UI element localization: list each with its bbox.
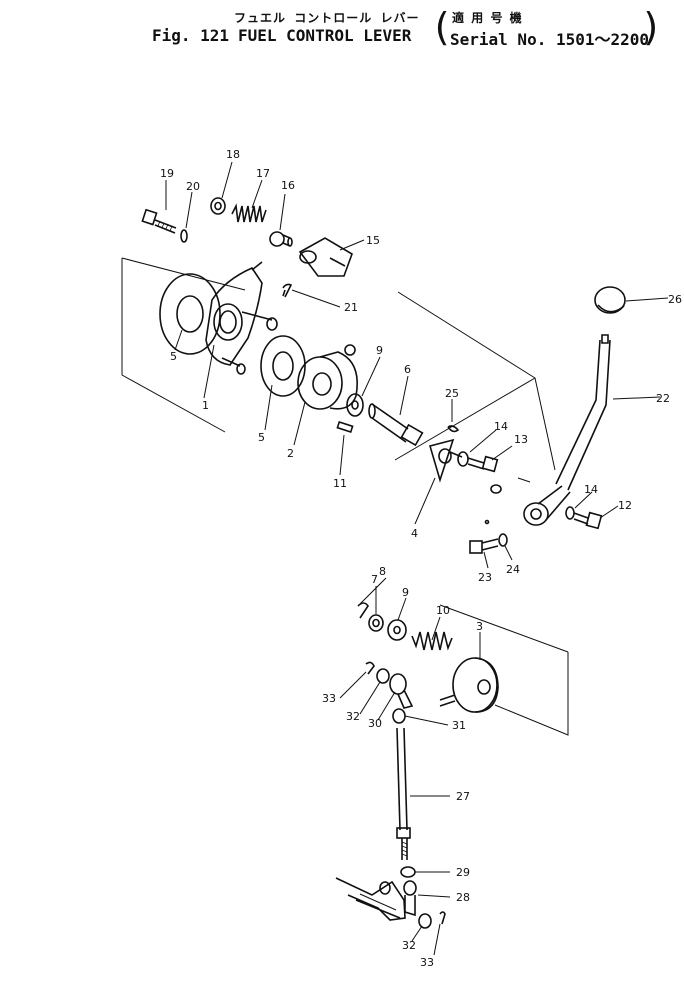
assembly-outline-upper [121,257,556,471]
washer-29 [400,866,416,878]
housing-15 [298,237,353,277]
washer-9-lower [387,619,407,641]
lever-1 [205,261,278,375]
nut-31 [392,708,406,724]
callout-15: 15 [366,234,380,247]
callout-28: 28 [456,891,470,904]
callout-18: 18 [226,148,240,161]
callout-9-lower: 9 [402,586,409,599]
rod-27 [396,727,411,860]
cotter-pin-8 [357,602,369,619]
nut-32-lower [418,913,432,929]
callout-33-upper: 33 [322,692,336,705]
callout-21: 21 [344,301,358,314]
callout-32-lower: 32 [402,939,416,952]
callout-31: 31 [452,719,466,732]
callout-4: 4 [411,527,418,540]
callout-22: 22 [656,392,670,405]
disc-3 [439,657,499,713]
callout-2: 2 [287,447,294,460]
callout-27: 27 [456,790,470,803]
spring-10 [411,631,453,651]
callout-24: 24 [506,563,520,576]
callout-17: 17 [256,167,270,180]
callout-25: 25 [445,387,459,400]
washer-18 [210,197,226,215]
rod-end-30 [389,673,414,709]
spring-17 [231,203,267,223]
bolt-23 [469,538,499,554]
disc-5-right [260,335,306,397]
small-pin [484,519,490,525]
callout-1: 1 [202,399,209,412]
callout-7: 7 [371,573,378,586]
knob-26 [594,286,626,314]
callout-23: 23 [478,571,492,584]
open-paren: ( [430,5,453,49]
bolt-6 [368,403,424,447]
serial-range: Serial No. 1501～2200 [450,30,650,49]
callout-3: 3 [476,620,483,633]
callout-26: 26 [668,293,682,306]
callout-13: 13 [514,433,528,446]
bolt-12 [573,511,603,530]
oring [490,484,502,494]
washer-14-upper [457,451,469,467]
callout-29: 29 [456,866,470,879]
callout-32-upper: 32 [346,710,360,723]
washer-14-right [565,506,575,520]
nut-7 [368,614,384,632]
callout-30: 30 [368,717,382,730]
cotter-pin-21 [282,283,293,298]
bracket-4 [428,438,463,483]
hub-2 [297,344,358,410]
callout-5-left: 5 [170,350,177,363]
clip-25 [447,425,460,433]
callout-9-upper: 9 [376,344,383,357]
bellcrank [335,877,406,921]
lever-arm-22 [517,334,611,526]
pin-16 [269,231,293,247]
pin-11 [336,420,354,434]
callout-6: 6 [404,363,411,376]
applicable-japanese: 適 用 号 機 [452,11,522,25]
callout-numbers: 19 20 18 17 16 15 21 5 1 5 2 11 9 6 25 4… [160,148,682,969]
callout-16: 16 [281,179,295,192]
callout-10: 10 [436,604,450,617]
washer-24 [498,533,508,547]
callout-20: 20 [186,180,200,193]
title-japanese: フュエル コントロール レバー [234,11,420,25]
cotter-pin-33-upper [365,661,375,675]
assembly-outline-lower [439,604,569,736]
disc-5-left [159,273,221,355]
callout-33-lower: 33 [420,956,434,969]
leader-lines [165,161,669,956]
figure-number: Fig. 121 [152,26,230,45]
figure-title: FUEL CONTROL LEVER [238,26,412,45]
washer-9-upper [346,393,364,417]
callout-14-right: 14 [584,483,598,496]
bolt-19 [141,208,177,234]
close-paren: ) [640,5,663,49]
callout-5-right: 5 [258,431,265,444]
bolt-13 [467,455,499,473]
callout-8: 8 [379,565,386,578]
lockwasher-20 [180,229,188,243]
callout-14-upper: 14 [494,420,508,433]
callout-12: 12 [618,499,632,512]
callout-19: 19 [160,167,174,180]
cotter-pin-33-lower [439,911,446,925]
callout-11: 11 [333,477,347,490]
nut-32-upper [376,668,390,684]
rod-end-28 [403,880,417,917]
